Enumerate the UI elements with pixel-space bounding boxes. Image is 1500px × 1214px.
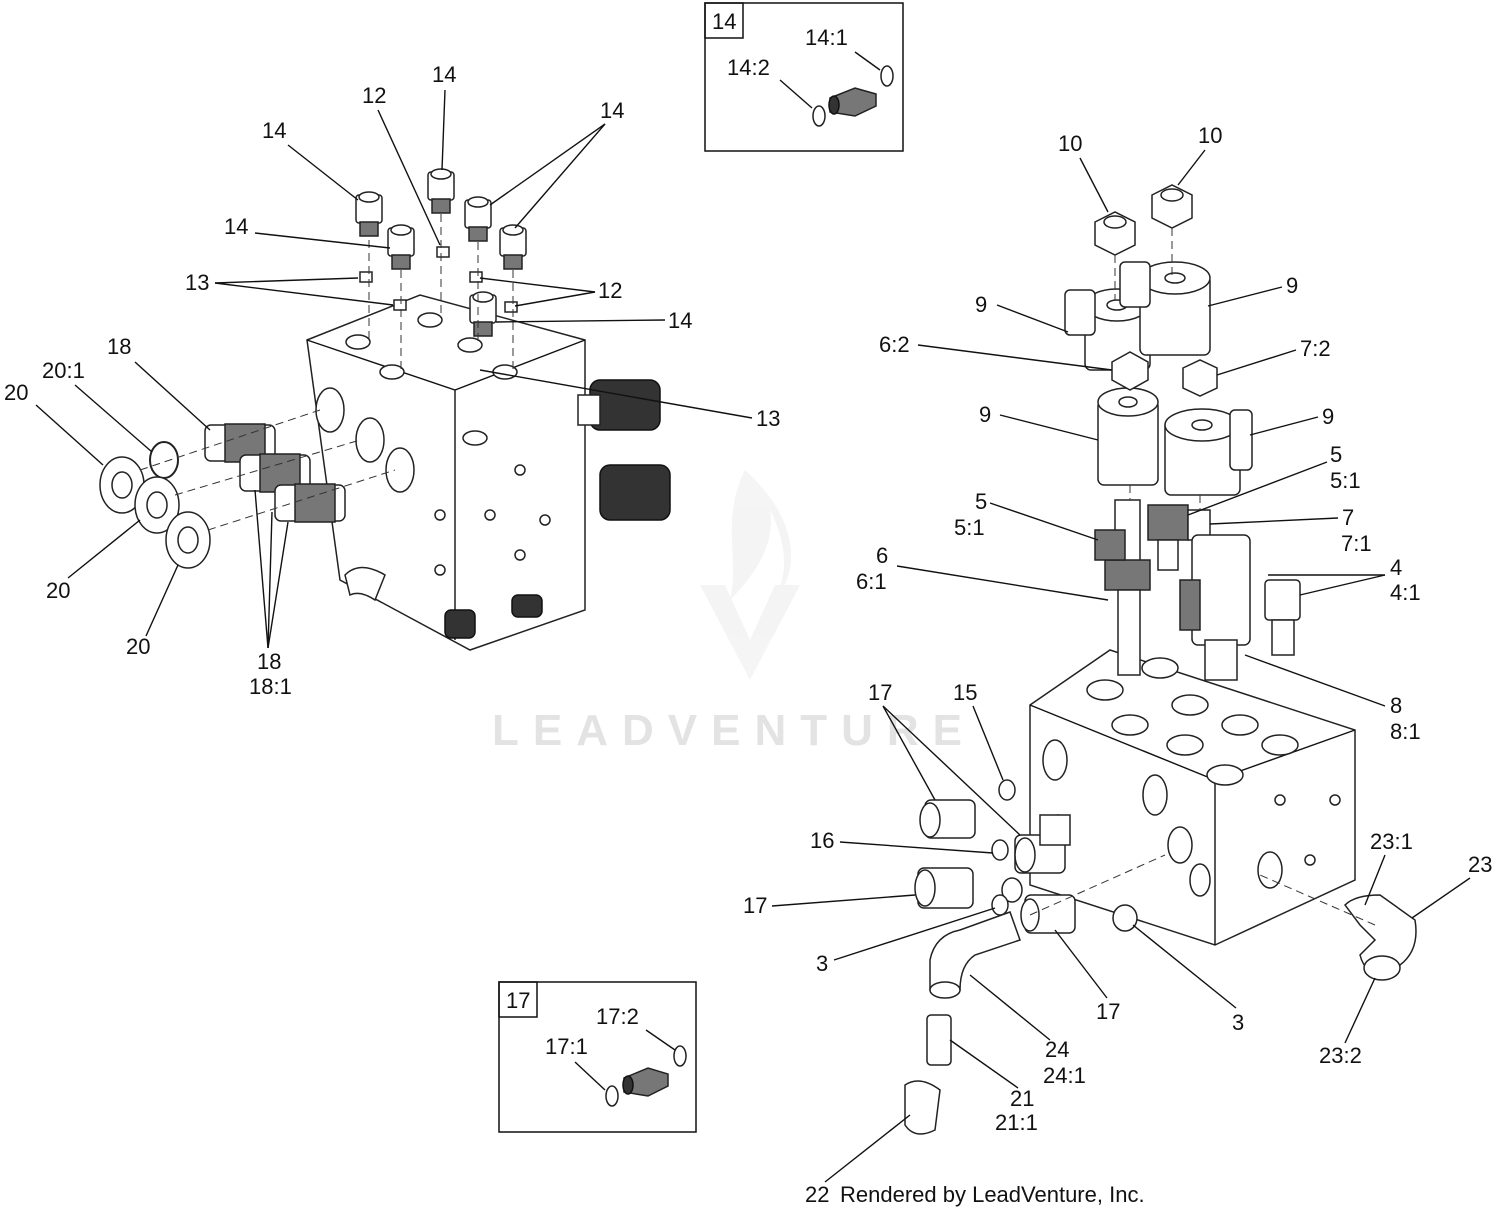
callout-9-mid-right: 9: [1322, 404, 1334, 429]
callout-13-right: 13: [756, 406, 780, 431]
callout-10-right: 10: [1198, 123, 1222, 148]
callout-5-right: 5: [1330, 442, 1342, 467]
callout-8-1: 8:1: [1390, 719, 1421, 744]
callout-14-top-left: 14: [262, 118, 286, 143]
callout-7-1: 7:1: [1341, 531, 1372, 556]
cartridge-8: [1179, 534, 1251, 681]
callout-8: 8: [1390, 693, 1402, 718]
callout-12-right: 12: [598, 278, 622, 303]
callout-18-1: 18:1: [249, 674, 292, 699]
callout-7-2: 7:2: [1300, 336, 1331, 361]
callout-23: 23: [1468, 852, 1492, 877]
left-manifold-assembly: 14 12 14 14 14 13 12 14 13 18 20:1 20 20…: [4, 62, 780, 699]
fitting-17-lower-left: [914, 867, 974, 909]
cartridge-5: [1094, 504, 1189, 571]
nut-10-right: [1151, 184, 1193, 229]
callout-4: 4: [1390, 555, 1402, 580]
right-manifold-assembly: 10 10 9 9 6:2 7:2 9 9 5 5:1 5 5:1 7 7:1 …: [743, 123, 1492, 1207]
callout-3-left: 3: [816, 951, 828, 976]
callout-14-top-center: 14: [432, 62, 456, 87]
watermark-text: LEADVENTURE: [492, 706, 976, 755]
nut-10-left: [1094, 211, 1136, 256]
callout-6-2: 6:2: [879, 332, 910, 357]
callout-14-1: 14:1: [805, 25, 848, 50]
plug-20-b: [134, 476, 180, 534]
callout-21: 21: [1010, 1086, 1034, 1111]
callout-20-top: 20: [4, 380, 28, 405]
callout-20-mid: 20: [46, 578, 70, 603]
callout-18-top: 18: [107, 334, 131, 359]
fitting-17-upper: [919, 799, 976, 839]
callout-17-1: 17:1: [545, 1034, 588, 1059]
callout-14-right: 14: [668, 308, 692, 333]
callout-17-top: 17: [868, 680, 892, 705]
callout-9-top-left: 9: [975, 292, 987, 317]
callout-24-1: 24:1: [1043, 1063, 1086, 1088]
inset-14-label: 14: [712, 9, 736, 34]
relief-cartridge-18-c: [274, 483, 346, 523]
callout-12-top: 12: [362, 83, 386, 108]
plug-20-c: [165, 511, 211, 569]
callout-21-1: 21:1: [995, 1110, 1038, 1135]
fitting-17-mid: [1014, 814, 1071, 874]
fitting-14-a: [355, 191, 383, 237]
fitting-14-c: [427, 168, 455, 214]
callout-18-bottom: 18: [257, 649, 281, 674]
fitting-14-f: [469, 291, 497, 337]
callout-5-1-right: 5:1: [1330, 468, 1361, 493]
watermark-logo-icon: [700, 470, 800, 680]
callout-5-1-left: 5:1: [954, 515, 985, 540]
callout-17-left: 17: [743, 893, 767, 918]
callout-9-top-right: 9: [1286, 273, 1298, 298]
callout-7: 7: [1342, 505, 1354, 530]
callout-9-mid-left: 9: [979, 402, 991, 427]
cartridge-4: [1264, 579, 1301, 656]
callout-20-bottom: 20: [126, 634, 150, 659]
fitting-14-e: [499, 224, 527, 270]
cartridge-6: [1104, 499, 1151, 676]
inset-box-17: 17 17:2 17:1: [498, 981, 697, 1133]
callout-3-right: 3: [1232, 1010, 1244, 1035]
callout-15: 15: [953, 680, 977, 705]
callout-16: 16: [810, 828, 834, 853]
callout-13-left: 13: [185, 270, 209, 295]
callout-20-1: 20:1: [42, 358, 85, 383]
fitting-14-d: [464, 196, 492, 242]
coil-9-top-right: [1119, 261, 1211, 356]
callout-24: 24: [1045, 1037, 1069, 1062]
callout-17-bottom: 17: [1096, 999, 1120, 1024]
callout-14-2: 14:2: [727, 55, 770, 80]
callout-23-1: 23:1: [1370, 829, 1413, 854]
coil-9-mid-left: [1097, 387, 1159, 486]
callout-10-left: 10: [1058, 131, 1082, 156]
callout-6: 6: [876, 543, 888, 568]
inset-17-label: 17: [506, 988, 530, 1013]
coil-9-mid-right: [1164, 408, 1253, 496]
callout-4-1: 4:1: [1390, 580, 1421, 605]
callout-14-top-right: 14: [600, 98, 624, 123]
callout-23-2: 23:2: [1319, 1043, 1362, 1068]
callout-14-mid-left: 14: [224, 214, 248, 239]
fitting-14-b: [387, 224, 415, 270]
callout-5-left: 5: [975, 489, 987, 514]
callout-6-1: 6:1: [856, 569, 887, 594]
callout-17-2: 17:2: [596, 1004, 639, 1029]
fitting-17-lower: [1020, 894, 1076, 934]
footer-credit: Rendered by LeadVenture, Inc.: [840, 1182, 1145, 1207]
callout-22: 22: [805, 1182, 829, 1207]
inset-box-14: 14 14:1 14:2: [704, 2, 904, 152]
